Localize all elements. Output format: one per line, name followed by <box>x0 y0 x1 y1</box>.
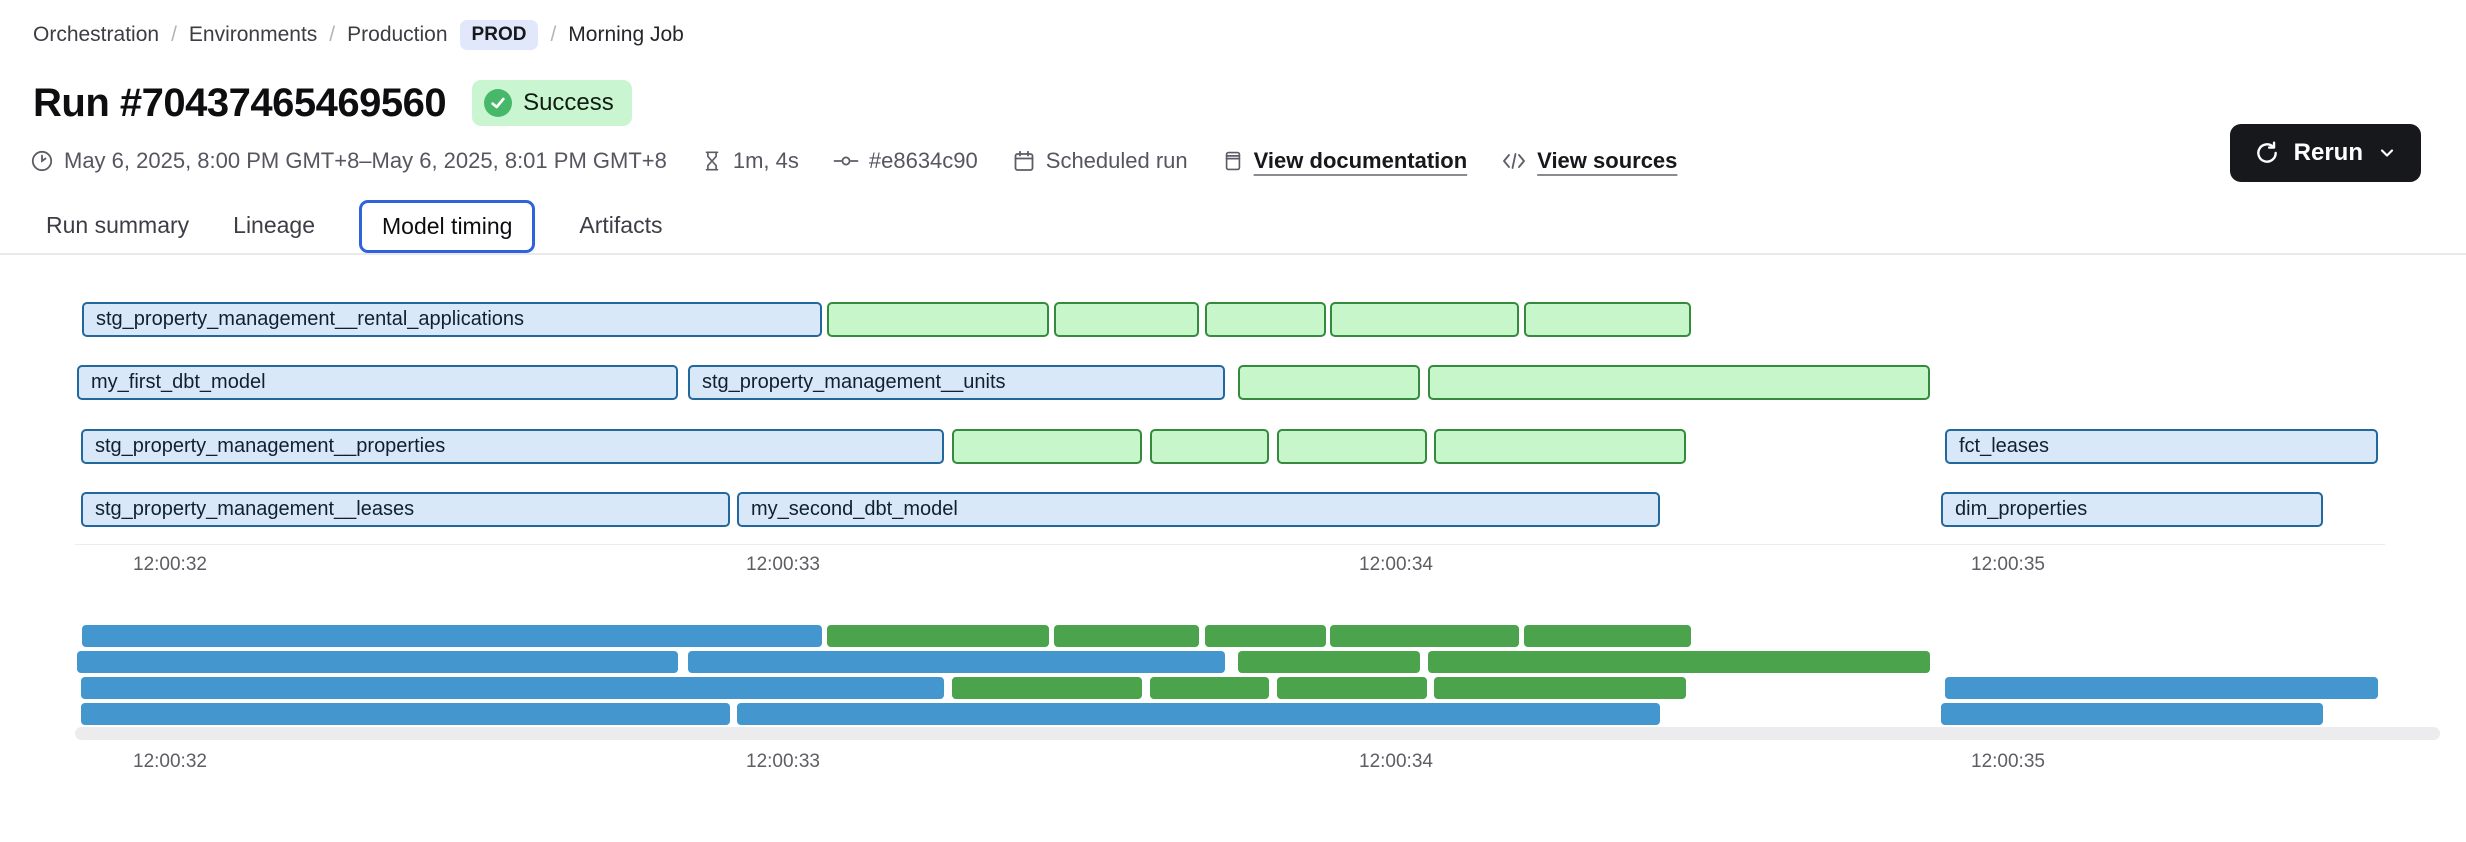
minimap-bar[interactable] <box>688 651 1225 673</box>
gantt-baseline <box>75 544 2385 545</box>
time-axis-tick: 12:00:35 <box>1971 554 2045 575</box>
run-metadata: May 6, 2025, 8:00 PM GMT+8–May 6, 2025, … <box>30 148 2466 174</box>
breadcrumb-production[interactable]: Production <box>347 23 448 46</box>
document-icon <box>1222 149 1244 173</box>
time-axis-tick: 12:00:34 <box>1359 751 1433 772</box>
view-documentation-link[interactable]: View documentation <box>1222 148 1468 174</box>
gantt-model-bar[interactable] <box>1434 429 1686 464</box>
gantt-model-bar[interactable]: my_first_dbt_model <box>77 365 678 400</box>
minimap-bar[interactable] <box>1277 677 1427 699</box>
time-range-text: May 6, 2025, 8:00 PM GMT+8–May 6, 2025, … <box>64 148 667 173</box>
run-time-range: May 6, 2025, 8:00 PM GMT+8–May 6, 2025, … <box>30 148 667 174</box>
minimap-bar[interactable] <box>1945 677 2378 699</box>
minimap-bar[interactable] <box>77 651 678 673</box>
run-tabs: Run summary Lineage Model timing Artifac… <box>46 200 2466 253</box>
breadcrumb-separator: / <box>329 23 336 46</box>
view-sources-link[interactable]: View sources <box>1501 148 1677 174</box>
gantt-model-bar[interactable] <box>1330 302 1519 337</box>
time-axis-tick: 12:00:32 <box>133 554 207 575</box>
time-axis-tick: 12:00:33 <box>746 751 820 772</box>
breadcrumb-morning-job[interactable]: Morning Job <box>568 23 684 46</box>
time-axis-tick: 12:00:32 <box>133 751 207 772</box>
commit-icon <box>833 149 859 173</box>
run-commit: #e8634c90 <box>833 148 978 174</box>
gantt-model-bar[interactable] <box>1524 302 1691 337</box>
gantt-model-bar[interactable]: stg_property_management__leases <box>81 492 730 527</box>
gantt-model-bar[interactable] <box>1428 365 1930 400</box>
gantt-model-bar[interactable] <box>1054 302 1199 337</box>
gantt-model-bar[interactable]: fct_leases <box>1945 429 2378 464</box>
gantt-model-bar[interactable]: dim_properties <box>1941 492 2323 527</box>
view-sources-label[interactable]: View sources <box>1537 148 1678 173</box>
minimap-bar[interactable] <box>1434 677 1686 699</box>
minimap-bar[interactable] <box>82 625 822 647</box>
rerun-label: Rerun <box>2293 139 2363 166</box>
prod-env-badge: PROD <box>459 20 539 50</box>
minimap-bar[interactable] <box>827 625 1049 647</box>
rerun-button[interactable]: Rerun <box>2229 124 2421 182</box>
check-circle-icon <box>484 89 513 117</box>
run-trigger: Scheduled run <box>1012 148 1188 174</box>
model-timing-gantt: stg_property_management__rental_applicat… <box>75 302 2385 582</box>
time-axis-tick: 12:00:33 <box>746 554 820 575</box>
gantt-model-bar[interactable] <box>1150 429 1269 464</box>
minimap-bar[interactable] <box>1054 625 1199 647</box>
gantt-model-bar[interactable] <box>952 429 1142 464</box>
page-title: Run #70437465469560 <box>33 80 447 125</box>
minimap-bar[interactable] <box>737 703 1660 725</box>
duration-text: 1m, 4s <box>732 148 799 173</box>
gantt-model-bar[interactable] <box>1238 365 1420 400</box>
trigger-text: Scheduled run <box>1045 148 1188 173</box>
clock-icon <box>30 149 54 173</box>
tabs-divider <box>0 253 2466 255</box>
tab-lineage[interactable]: Lineage <box>233 212 316 238</box>
minimap-bar[interactable] <box>1524 625 1691 647</box>
breadcrumb-separator: / <box>171 23 177 46</box>
run-duration: 1m, 4s <box>701 148 799 174</box>
minimap-bar[interactable] <box>1205 625 1326 647</box>
gantt-model-bar[interactable]: stg_property_management__properties <box>81 429 944 464</box>
minimap-bar[interactable] <box>1941 703 2323 725</box>
tab-artifacts[interactable]: Artifacts <box>579 212 663 238</box>
code-icon <box>1501 150 1527 172</box>
view-documentation-label[interactable]: View documentation <box>1253 148 1468 173</box>
timing-minimap[interactable]: 12:00:32 12:00:33 12:00:34 12:00:35 <box>75 625 2465 775</box>
gantt-model-bar[interactable]: stg_property_management__rental_applicat… <box>82 302 822 337</box>
status-label: Success <box>523 89 614 116</box>
time-axis-tick: 12:00:34 <box>1359 554 1433 575</box>
hourglass-icon <box>701 149 723 173</box>
gantt-model-bar[interactable] <box>827 302 1049 337</box>
tab-run-summary[interactable]: Run summary <box>46 212 190 238</box>
gantt-model-bar[interactable] <box>1277 429 1427 464</box>
gantt-model-bar[interactable]: my_second_dbt_model <box>737 492 1660 527</box>
minimap-scrollbar[interactable] <box>75 727 2440 740</box>
commit-hash-text: #e8634c90 <box>868 148 978 173</box>
breadcrumb-separator: / <box>550 23 557 46</box>
breadcrumb: Orchestration / Environments / Productio… <box>0 0 2466 50</box>
chevron-down-icon <box>2377 143 2397 163</box>
minimap-bar[interactable] <box>81 677 944 699</box>
gantt-model-bar[interactable]: stg_property_management__units <box>688 365 1225 400</box>
minimap-bar[interactable] <box>1238 651 1420 673</box>
minimap-bar[interactable] <box>1330 625 1519 647</box>
tab-model-timing[interactable]: Model timing <box>359 200 536 253</box>
gantt-model-bar[interactable] <box>1205 302 1326 337</box>
refresh-icon <box>2254 140 2280 166</box>
minimap-bar[interactable] <box>81 703 730 725</box>
breadcrumb-environments[interactable]: Environments <box>188 23 318 46</box>
status-badge: Success <box>472 80 632 126</box>
minimap-bar[interactable] <box>1428 651 1930 673</box>
breadcrumb-orchestration[interactable]: Orchestration <box>33 23 160 46</box>
calendar-icon <box>1012 149 1036 173</box>
minimap-bar[interactable] <box>1150 677 1269 699</box>
title-row: Run #70437465469560 Success <box>33 80 2466 126</box>
minimap-bar[interactable] <box>952 677 1142 699</box>
time-axis-tick: 12:00:35 <box>1971 751 2045 772</box>
